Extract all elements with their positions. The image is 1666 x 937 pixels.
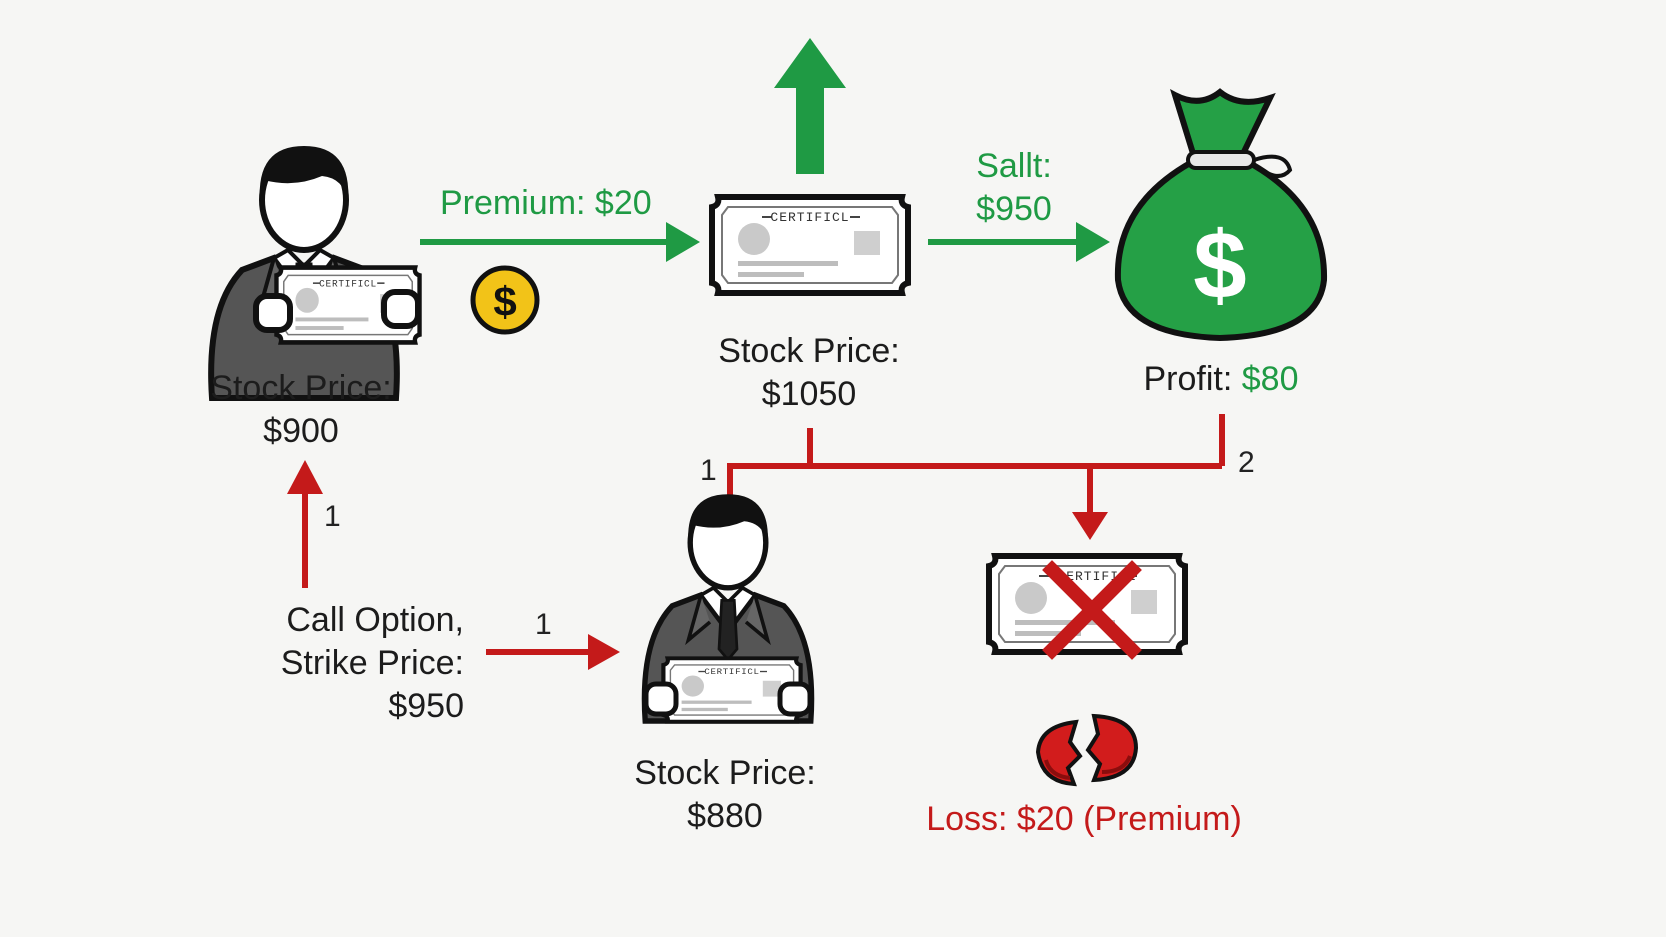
step-number: 1 [324,500,341,533]
option-to-buyer-arrow [486,634,620,670]
money-bag-symbol: $ [1193,212,1246,319]
profit-label: Profit: $80 [1143,360,1299,398]
certificate-text: CERTIFICL [319,278,377,289]
cross-icon [1042,560,1142,660]
loss-label: Loss: $20 (Premium) [926,800,1242,838]
step-number: 1 [535,608,552,641]
hand-left-icon [643,681,679,717]
stock-price-start-label: Stock Price: $900 [210,369,392,450]
step-number: 2 [1238,446,1255,479]
stock-price-up-label: Stock Price: $1050 [718,332,900,413]
hand-right-icon [381,289,421,329]
certificate-held-top: CERTIFICL [276,268,419,343]
coin-symbol: $ [493,278,516,325]
hand-right-icon [777,681,813,717]
certificate-top-middle: CERTIFICL [712,197,908,293]
strike-to-price-arrow [287,460,323,588]
dollar-coin-icon: $ [470,265,540,335]
premium-arrow [420,222,700,262]
step-number: 1 [700,454,717,487]
loss-arrow-head [1072,512,1108,540]
sell-arrow [928,222,1110,262]
loss-connector [727,414,1225,514]
broken-coin-icon [1035,713,1139,787]
certificate-held-bottom: CERTIFICL [663,658,800,721]
price-up-arrow [774,38,846,174]
hand-left-icon [253,293,293,333]
certificate-text: CERTIFICL [770,210,849,225]
call-option-label: Call Option, Strike Price: $950 [280,601,464,725]
sell-label: Sallt: $950 [976,147,1052,228]
certificate-text: CERTIFICL [704,667,759,677]
money-bag-icon: $ [1114,88,1328,342]
premium-label: Premium: $20 [440,184,652,222]
stock-price-down-label: Stock Price: $880 [634,754,816,835]
